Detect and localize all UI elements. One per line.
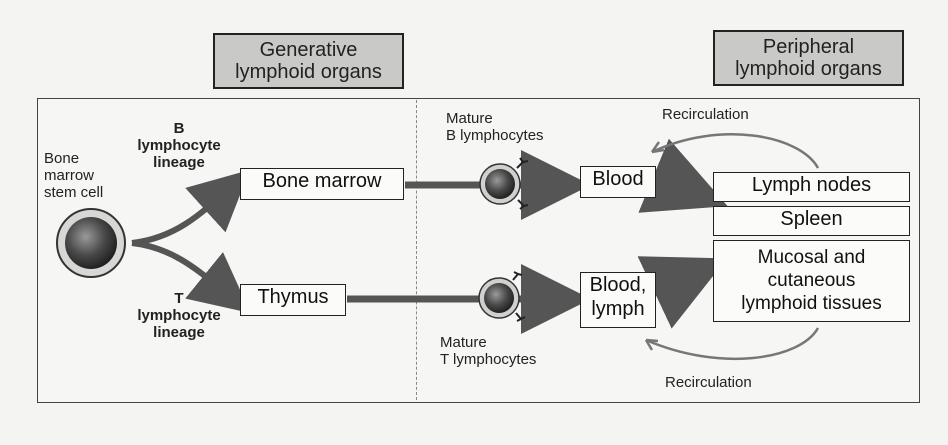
spleen-box: Spleen xyxy=(713,206,910,236)
b-lineage-label: B lymphocyte lineage xyxy=(118,120,240,171)
recirculation-top-label: Recirculation xyxy=(662,106,749,123)
stem-cell xyxy=(57,209,125,277)
mature-t-cell xyxy=(479,272,525,321)
stem-cell-label-line1: Bone xyxy=(44,150,114,167)
mature-t-line2: T lymphocytes xyxy=(440,351,580,368)
blood-lymph-line1: Blood, xyxy=(581,273,655,297)
stem-cell-label: Bone marrow stem cell xyxy=(44,150,114,201)
t-lineage-label: T lymphocyte lineage xyxy=(118,290,240,341)
bone-marrow-box: Bone marrow xyxy=(240,168,404,200)
stem-cell-label-line3: stem cell xyxy=(44,184,114,201)
mature-b-line2: B lymphocytes xyxy=(446,127,586,144)
stem-cell-label-line2: marrow xyxy=(44,167,114,184)
t-lineage-line2: lymphocyte xyxy=(118,307,240,324)
mucosal-line3: lymphoid tissues xyxy=(714,292,909,315)
t-lineage-line1: T xyxy=(118,290,240,307)
blood-box: Blood xyxy=(580,166,656,198)
recirculation-bottom-arrow xyxy=(646,328,818,359)
mature-t-line1: Mature xyxy=(440,334,580,351)
mature-b-label: Mature B lymphocytes xyxy=(446,110,586,144)
t-lineage-line3: lineage xyxy=(118,324,240,341)
blood-lymph-to-peripheral-arrow xyxy=(664,272,698,288)
b-lineage-line1: B xyxy=(118,120,240,137)
recirculation-bottom-label: Recirculation xyxy=(665,374,752,391)
mucosal-box: Mucosal and cutaneous lymphoid tissues xyxy=(713,240,910,322)
recirculation-top-arrow xyxy=(652,134,818,168)
blood-to-peripheral-arrow xyxy=(664,180,698,194)
mucosal-line2: cutaneous xyxy=(714,269,909,292)
b-lineage-line3: lineage xyxy=(118,154,240,171)
lymph-nodes-box: Lymph nodes xyxy=(713,172,910,202)
mucosal-line1: Mucosal and xyxy=(714,246,909,269)
blood-lymph-box: Blood, lymph xyxy=(580,272,656,328)
b-lineage-line2: lymphocyte xyxy=(118,137,240,154)
thymus-box: Thymus xyxy=(240,284,346,316)
b-lineage-arrow xyxy=(132,186,232,243)
mature-b-line1: Mature xyxy=(446,110,586,127)
mature-t-label: Mature T lymphocytes xyxy=(440,334,580,368)
blood-lymph-line2: lymph xyxy=(581,297,655,321)
